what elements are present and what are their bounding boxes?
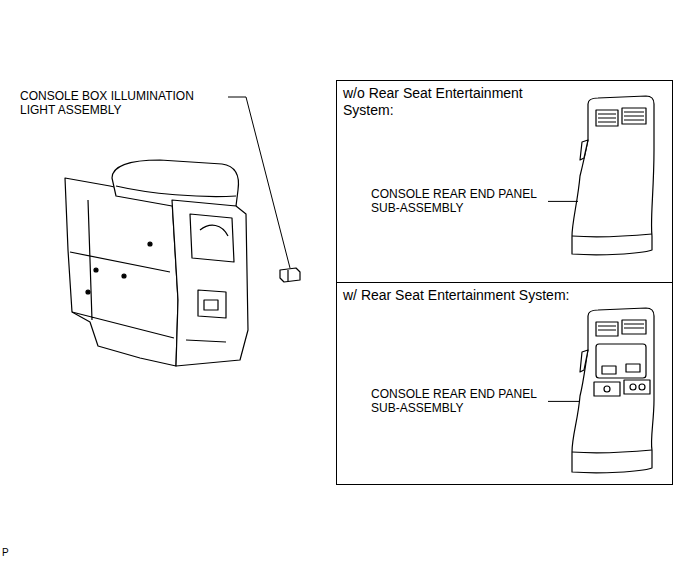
part-name: CONSOLE REAR END PANEL SUB-ASSEMBLY — [371, 187, 543, 216]
console-frame — [172, 200, 248, 366]
console-side-detail — [70, 200, 174, 338]
screw — [94, 268, 98, 272]
variant-panel: w/ Rear Seat Entertainment System: CONSOL… — [336, 282, 673, 485]
illumination-light-detail — [287, 270, 288, 281]
variant-heading: w/o Rear Seat Entertainment System: — [343, 85, 571, 119]
frame-detail — [186, 214, 234, 342]
variant-panel: w/o Rear Seat Entertainment System: CONSO… — [336, 80, 673, 283]
variant-heading: w/ Rear Seat Entertainment System: — [343, 287, 569, 304]
part-name: CONSOLE BOX ILLUMINATION LIGHT ASSEMBLY — [20, 89, 224, 118]
leader-line — [548, 401, 580, 402]
illumination-light — [280, 268, 300, 282]
frame-opening — [204, 300, 218, 310]
screw — [86, 290, 90, 294]
screw — [148, 242, 152, 246]
rear-end-panel — [572, 96, 654, 255]
leader-line — [228, 97, 290, 268]
rear-end-panel — [572, 308, 654, 473]
leader-line — [548, 201, 578, 202]
screw — [122, 274, 126, 278]
console-side-panel — [65, 178, 178, 366]
part-name: CONSOLE REAR END PANEL SUB-ASSEMBLY — [371, 387, 543, 416]
armrest-seam — [116, 186, 236, 197]
figure-code: P — [2, 547, 9, 559]
